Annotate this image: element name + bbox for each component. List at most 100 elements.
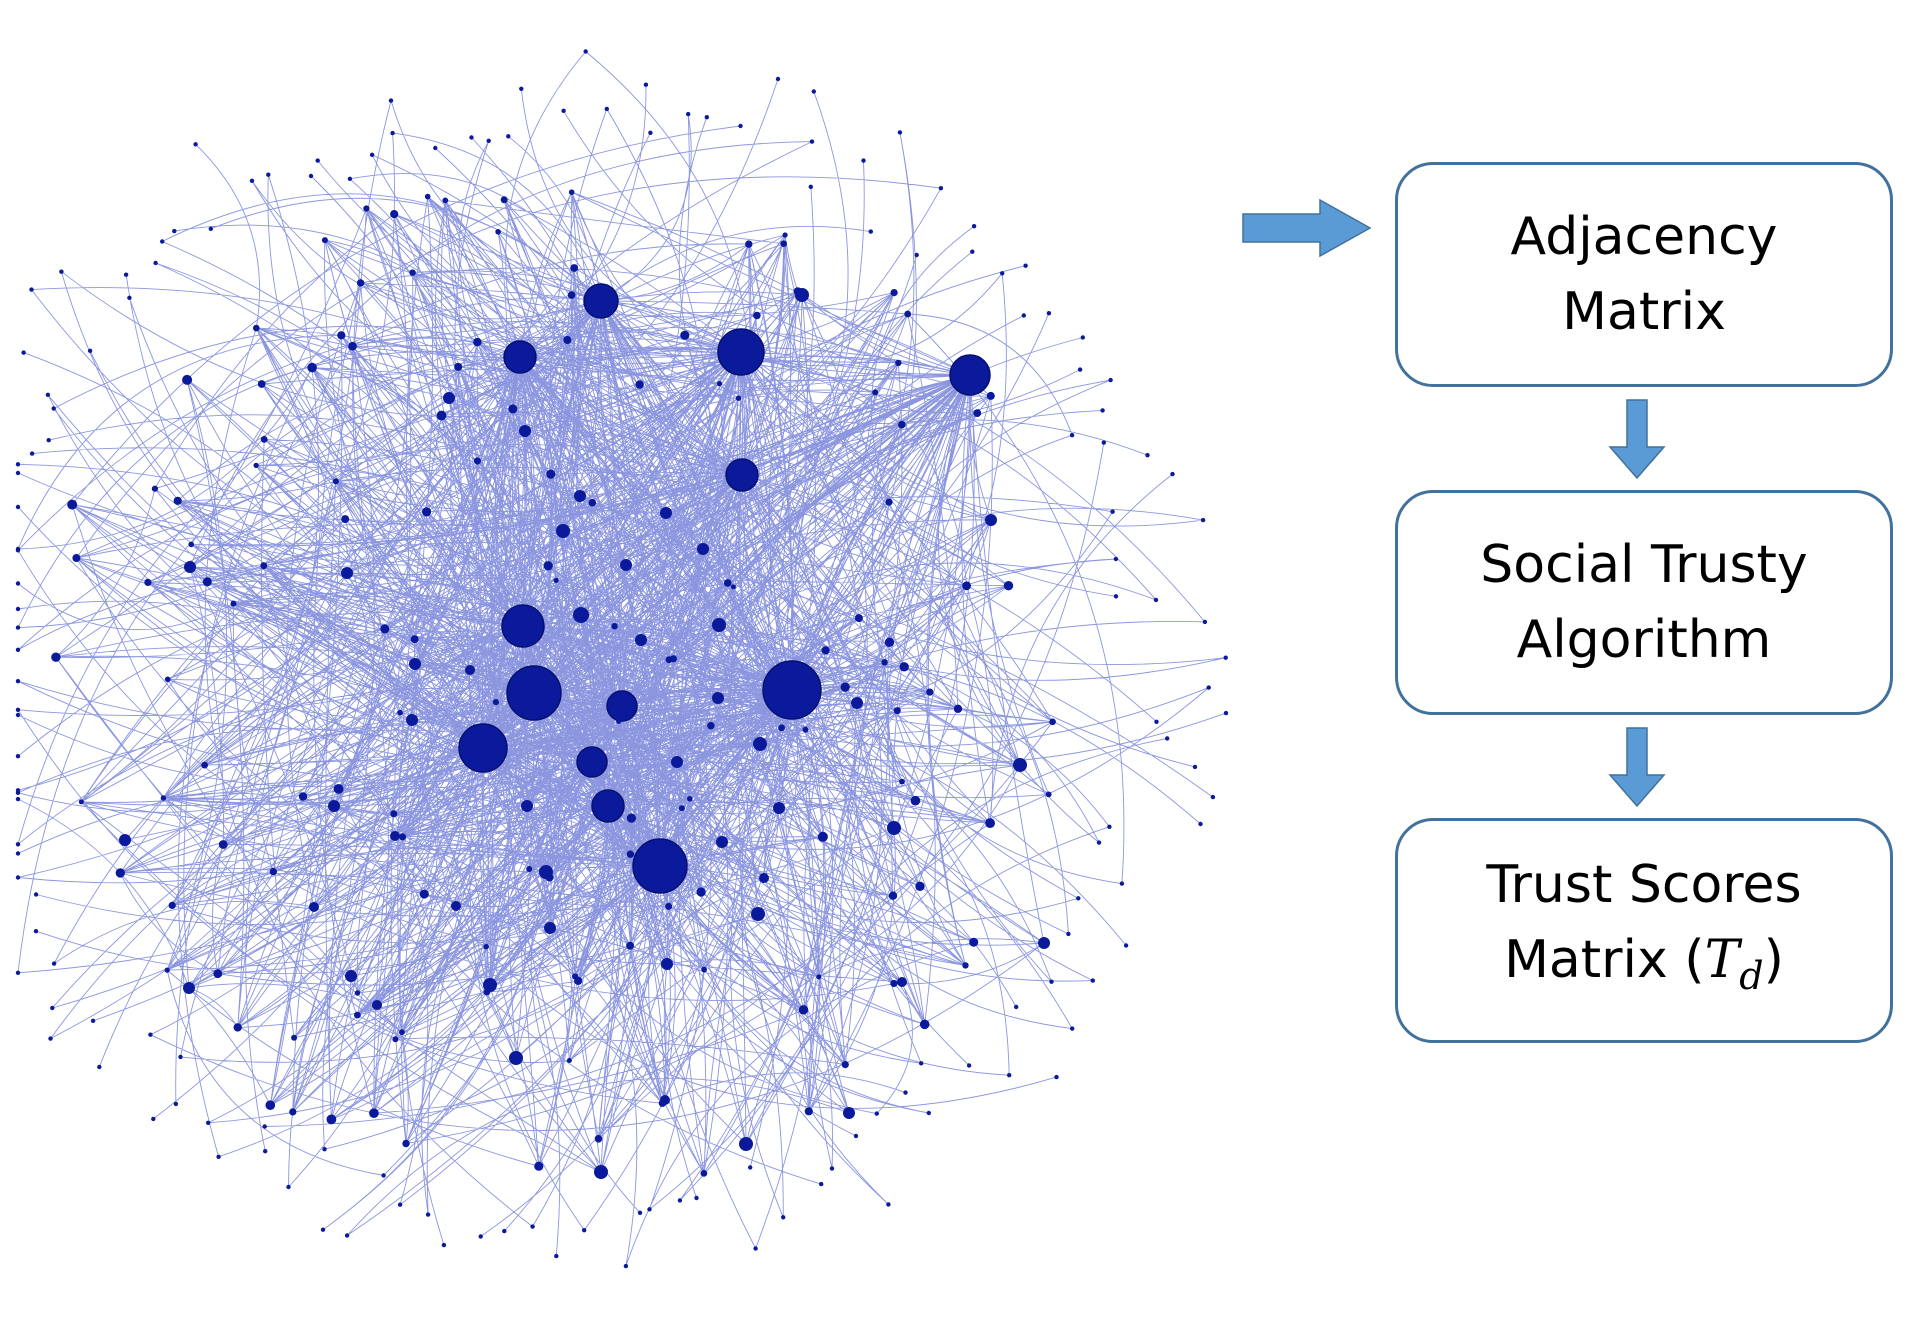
network-node [173,1101,179,1107]
network-node [986,391,995,400]
network-node [753,737,767,751]
network-node [406,714,418,726]
network-node [626,850,635,858]
network-node [218,840,228,849]
network-node [545,873,554,882]
network-node [230,600,237,607]
network-node [341,567,353,579]
network-node [780,240,787,247]
network-node [119,834,131,846]
network-hub-node [717,328,765,376]
network-node [594,1165,608,1179]
network-node [173,496,182,505]
network-node [626,941,634,950]
network-node [962,962,969,969]
network-node [1110,509,1115,514]
network-node [153,260,158,266]
network-node [333,784,344,794]
network-node [811,89,816,94]
network-node [354,1011,361,1019]
network-node [574,490,586,502]
network-node [544,922,556,934]
network-node [1202,619,1208,625]
network-node [388,98,394,103]
network-node [661,958,673,970]
network-node [321,237,328,244]
network-node [712,618,726,632]
network-node [216,1154,221,1160]
network-node [773,802,785,814]
network-node [671,756,683,768]
network-node [182,374,193,385]
network-node [59,269,64,274]
network-node [519,86,524,92]
network-node [1054,1074,1059,1080]
network-node [753,1246,758,1251]
network-node [1101,440,1107,445]
network-hub-node [591,789,625,823]
network-graph [15,49,1229,1269]
algorithm-label-line1: Social Trusty [1480,534,1808,595]
network-node [308,173,314,179]
social-trusty-algorithm-box: Social Trusty Algorithm [1395,490,1893,715]
network-node [1049,979,1054,984]
network-node [451,901,461,911]
network-node [1198,821,1203,827]
network-node [495,229,501,235]
network-node [793,287,802,296]
network-node [15,581,21,586]
network-node [626,813,637,823]
network-node [897,130,903,135]
network-node [665,902,673,910]
network-node [183,982,195,994]
network-node [341,515,350,524]
network-node [286,1184,291,1190]
network-node [1123,943,1129,948]
network-node [1113,594,1119,599]
network-node [938,186,944,191]
trust-math-symbol: Td [1705,930,1764,998]
network-node [753,311,761,320]
network-node [1077,367,1083,372]
network-hub-node [762,660,822,720]
network-node [422,507,432,517]
network-node [15,851,21,856]
network-node [915,881,925,891]
network-node [309,902,319,912]
network-node [1014,1004,1019,1010]
network-node [67,499,78,510]
network-node [510,343,520,353]
network-node [97,1064,102,1070]
network-node [1021,313,1026,318]
network-node [409,658,421,670]
network-node [1107,824,1112,829]
network-node [739,1137,753,1151]
network-node [890,979,898,988]
network-node [15,462,21,467]
network-node [804,1107,813,1116]
network-node [390,810,398,818]
network-hub-node [506,665,562,721]
network-node [969,937,979,947]
network-node [1200,517,1206,523]
network-node [184,561,196,573]
network-node [347,176,353,181]
network-node [751,907,765,921]
network-node [635,634,647,646]
network-node [72,554,81,562]
network-node [253,462,259,468]
network-node [735,395,742,401]
network-node [33,892,39,897]
network-node [919,1061,924,1066]
arrow-down-2 [1608,727,1666,808]
network-node [829,1166,835,1171]
network-node [521,800,533,812]
network-node [372,1000,382,1010]
network-node [15,875,21,880]
network-node [1096,840,1102,845]
network-node [861,158,866,163]
network-node [985,818,995,828]
network-node [716,836,728,848]
network-node [1113,556,1119,562]
network-node [798,1005,809,1015]
